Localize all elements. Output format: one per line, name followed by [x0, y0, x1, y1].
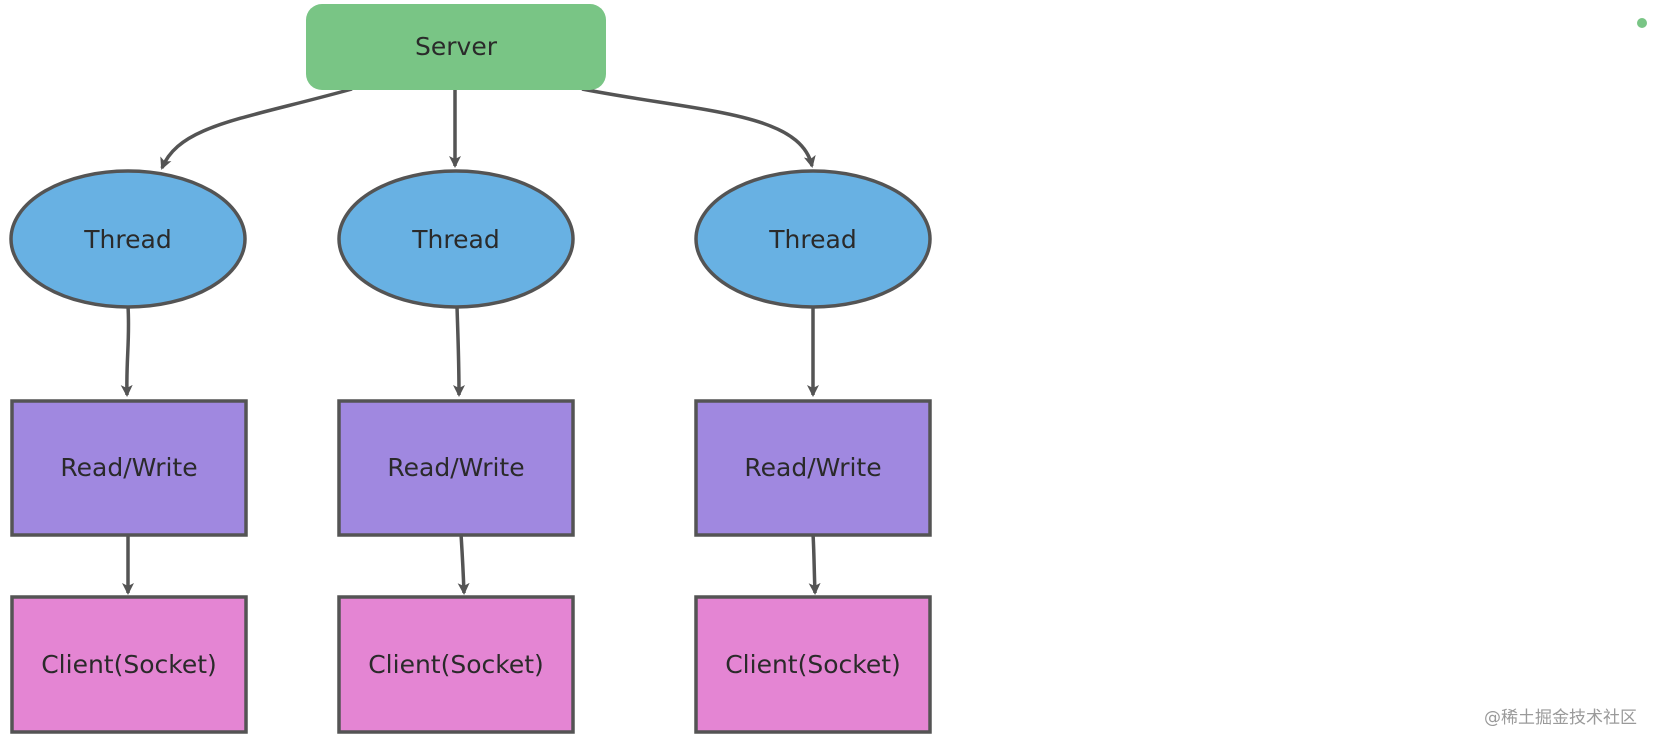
client-box-1 — [10, 595, 248, 734]
client-node-3: Client(Socket) — [694, 595, 932, 734]
readwrite-node-3: Read/Write — [694, 399, 932, 537]
edge-thread2-readwrite2 — [452, 305, 465, 397]
watermark: @稀土掘金技术社区 — [1484, 708, 1637, 728]
readwrite-label-1: Read/Write — [60, 453, 197, 482]
readwrite-label-3: Read/Write — [744, 453, 881, 482]
readwrite-label-2: Read/Write — [387, 453, 524, 482]
thread-node-1: Thread — [9, 169, 247, 309]
thread-node-2: Thread — [337, 169, 575, 309]
thread-ellipse-2 — [337, 169, 575, 309]
client-box-2 — [337, 595, 575, 734]
client-label-1: Client(Socket) — [41, 650, 217, 679]
thread-ellipse-1 — [9, 169, 247, 309]
thread-node-3: Thread — [694, 169, 932, 309]
thread-label-2: Thread — [411, 225, 499, 254]
edge-server-thread-1 — [160, 87, 353, 170]
client-label-3: Client(Socket) — [725, 650, 901, 679]
readwrite-box-3 — [694, 399, 932, 537]
status-dot — [1637, 18, 1647, 28]
server-node: Server — [306, 4, 606, 90]
server-box — [306, 4, 606, 90]
readwrite-box-1 — [10, 399, 248, 537]
edges — [120, 87, 821, 595]
edge-thread1-readwrite1 — [120, 305, 133, 397]
client-box-3 — [694, 595, 932, 734]
readwrite-box-2 — [337, 399, 575, 537]
thread-label-3: Thread — [768, 225, 856, 254]
edge-server-thread-3 — [581, 87, 816, 168]
thread-ellipse-3 — [694, 169, 932, 309]
thread-label-1: Thread — [83, 225, 171, 254]
server-label: Server — [415, 32, 498, 61]
readwrite-node-2: Read/Write — [337, 399, 575, 537]
edge-readwrite2-client2 — [457, 533, 470, 595]
readwrite-node-1: Read/Write — [10, 399, 248, 537]
edge-readwrite3-client3 — [808, 533, 821, 595]
client-node-1: Client(Socket) — [10, 595, 248, 734]
client-label-2: Client(Socket) — [368, 650, 544, 679]
client-node-2: Client(Socket) — [337, 595, 575, 734]
